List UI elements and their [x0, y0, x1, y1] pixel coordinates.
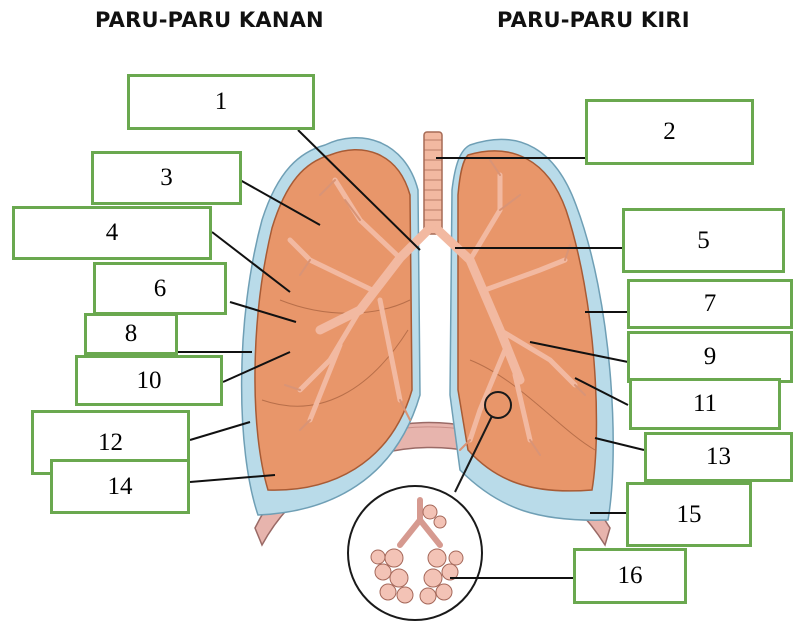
left-lung [458, 151, 596, 491]
label-box-10[interactable]: 10 [75, 355, 223, 406]
label-box-2[interactable]: 2 [585, 99, 754, 165]
label-box-7[interactable]: 7 [627, 279, 793, 329]
label-box-13[interactable]: 13 [644, 432, 793, 482]
label-box-8[interactable]: 8 [84, 313, 178, 355]
label-box-6[interactable]: 6 [93, 262, 227, 315]
label-box-3[interactable]: 3 [91, 151, 242, 205]
label-box-5[interactable]: 5 [622, 208, 785, 273]
label-box-11[interactable]: 11 [629, 378, 781, 430]
label-box-9[interactable]: 9 [627, 331, 793, 383]
label-box-16[interactable]: 16 [573, 548, 687, 604]
label-box-4[interactable]: 4 [12, 206, 212, 260]
label-box-14[interactable]: 14 [50, 459, 190, 514]
label-box-1[interactable]: 1 [127, 74, 315, 130]
label-box-15[interactable]: 15 [626, 482, 752, 547]
